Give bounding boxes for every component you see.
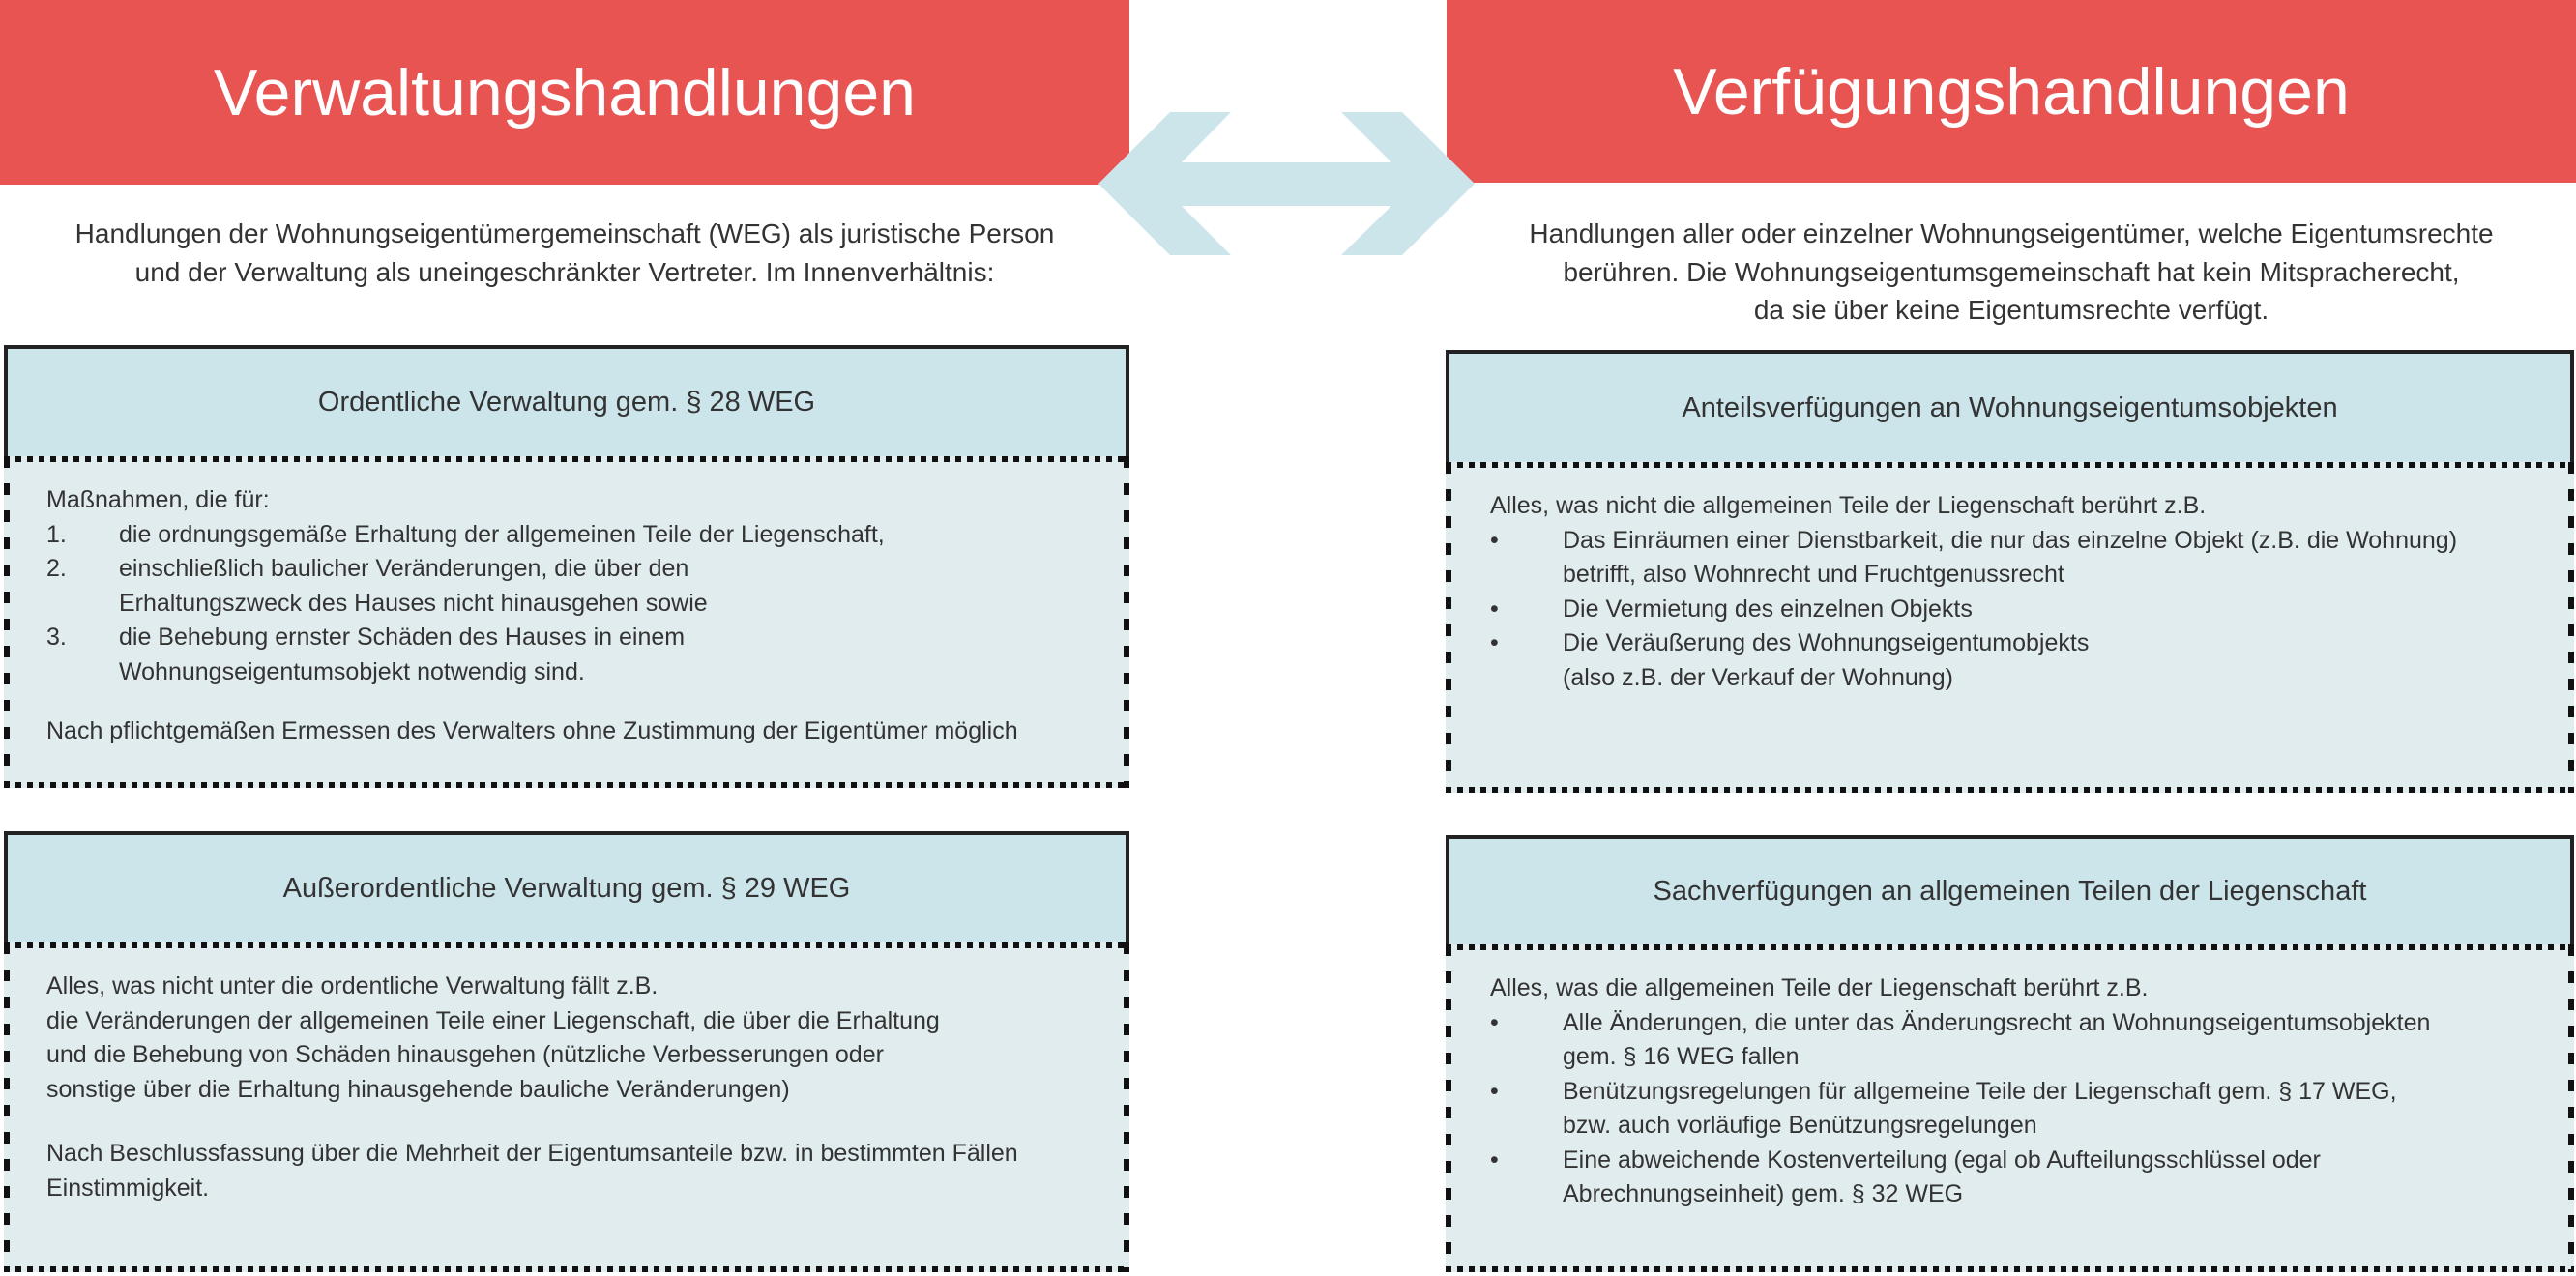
list-item: 3. die Behebung ernster Schäden des Hause…: [46, 621, 1087, 689]
box-text: und die Behebung von Schäden hinausgehen…: [46, 1041, 884, 1068]
box-note: Nach pflichtgemäßen Ermessen des Verwalt…: [46, 717, 1018, 744]
list-item: • Die Vermietung des einzelnen Objekts: [1490, 593, 2532, 627]
bullet-icon: •: [1490, 1077, 1499, 1105]
box-title: Sachverfügungen an allgemeinen Teilen de…: [1653, 876, 2367, 907]
list-item: • Benützungsregelungen für allgemeine Tei…: [1490, 1075, 2532, 1144]
verwaltungshandlungen-banner: Verwaltungshandlungen: [0, 0, 1129, 185]
ordentliche-verwaltung-body: Maßnahmen, die für: 1. die ordnungsgemäße…: [4, 456, 1129, 788]
left-description: Handlungen der Wohnungseigentümergemeins…: [0, 215, 1129, 291]
right-description: Handlungen aller oder einzelner Wohnungs…: [1447, 215, 2576, 330]
box-text: die Veränderungen der allgemeinen Teile …: [46, 1006, 940, 1034]
box-intro: Alles, was die allgemeinen Teile der Lie…: [1490, 974, 2149, 1001]
ordentliche-verwaltung-header: Ordentliche Verwaltung gem. § 28 WEG: [4, 345, 1129, 456]
box-intro: Alles, was nicht die allgemeinen Teile d…: [1490, 492, 2207, 519]
list-item: 2. einschließlich baulicher Veränderungen…: [46, 552, 1087, 621]
anteilsverfuegungen-header: Anteilsverfügungen an Wohnungseigentumso…: [1446, 350, 2574, 462]
box-text: sonstige über die Erhaltung hinausgehend…: [46, 1075, 790, 1103]
banner-title: Verfügungshandlungen: [1673, 54, 2350, 129]
list-text: bzw. auch vorläufige Benützungsregelunge…: [1563, 1112, 2037, 1139]
box-title: Ordentliche Verwaltung gem. § 28 WEG: [317, 387, 816, 418]
list-number: 3.: [46, 624, 67, 651]
list-text: Abrechnungseinheit) gem. § 32 WEG: [1563, 1180, 1964, 1207]
list-text: Das Einräumen einer Dienstbarkeit, die n…: [1563, 526, 2458, 554]
banner-title: Verwaltungshandlungen: [214, 55, 916, 130]
list-text: Alle Änderungen, die unter das Änderungs…: [1563, 1008, 2431, 1036]
list-number: 1.: [46, 520, 67, 548]
list-item: • Alle Änderungen, die unter das Änderung…: [1490, 1006, 2532, 1075]
bullet-icon: •: [1490, 1146, 1499, 1174]
description-line: Handlungen aller oder einzelner Wohnungs…: [1529, 218, 2494, 248]
bullet-icon: •: [1490, 526, 1499, 554]
bullet-icon: •: [1490, 629, 1499, 656]
ausserordentliche-verwaltung-body: Alles, was nicht unter die ordentliche V…: [4, 942, 1129, 1272]
list-text: die ordnungsgemäße Erhaltung der allgeme…: [119, 520, 885, 548]
description-line: Handlungen der Wohnungseigentümergemeins…: [74, 218, 1055, 248]
box-text: Alles, was nicht unter die ordentliche V…: [46, 972, 659, 1000]
list-text: Erhaltungszweck des Hauses nicht hinausg…: [119, 589, 708, 617]
list-text: Die Veräußerung des Wohnungseigentumobje…: [1563, 629, 2090, 656]
list-item: 1. die ordnungsgemäße Erhaltung der allge…: [46, 518, 1087, 553]
list-text: Benützungsregelungen für allgemeine Teil…: [1563, 1077, 2397, 1105]
list-text: gem. § 16 WEG fallen: [1563, 1043, 1800, 1070]
list-item: • Eine abweichende Kostenverteilung (egal…: [1490, 1144, 2532, 1212]
description-line: berühren. Die Wohnungseigentumsgemeinsch…: [1563, 256, 2460, 287]
box-title: Außerordentliche Verwaltung gem. § 29 WE…: [282, 873, 851, 904]
list-text: (also z.B. der Verkauf der Wohnung): [1563, 663, 1953, 691]
description-line: da sie über keine Eigentumsrechte verfüg…: [1753, 295, 2269, 325]
anteilsverfuegungen-body: Alles, was nicht die allgemeinen Teile d…: [1446, 462, 2574, 793]
box-note: Nach Beschlussfassung über die Mehrheit …: [46, 1140, 1018, 1167]
bullet-icon: •: [1490, 1008, 1499, 1036]
list-item: • Die Veräußerung des Wohnungseigentumobj…: [1490, 626, 2532, 695]
box-note: Einstimmigkeit.: [46, 1174, 210, 1202]
box-title: Anteilsverfügungen an Wohnungseigentumso…: [1682, 392, 2338, 423]
sachverfuegungen-body: Alles, was die allgemeinen Teile der Lie…: [1446, 944, 2574, 1272]
list-text: Wohnungseigentumsobjekt notwendig sind.: [119, 657, 585, 685]
list-text: Die Vermietung des einzelnen Objekts: [1563, 594, 1973, 623]
list-text: betrifft, also Wohnrecht und Fruchtgenus…: [1563, 561, 2064, 588]
list-text: Eine abweichende Kostenverteilung (egal …: [1563, 1146, 2321, 1174]
verfuegungshandlungen-banner: Verfügungshandlungen: [1447, 0, 2576, 183]
list-item: • Das Einräumen einer Dienstbarkeit, die …: [1490, 524, 2532, 593]
sachverfuegungen-header: Sachverfügungen an allgemeinen Teilen de…: [1446, 835, 2574, 944]
description-line: und der Verwaltung als uneingeschränkter…: [134, 256, 995, 287]
box-intro: Maßnahmen, die für:: [46, 486, 270, 513]
list-text: die Behebung ernster Schäden des Hauses …: [119, 624, 686, 651]
list-number: 2.: [46, 555, 67, 582]
list-text: einschließlich baulicher Veränderungen, …: [119, 555, 689, 582]
bullet-icon: •: [1490, 594, 1499, 623]
ausserordentliche-verwaltung-header: Außerordentliche Verwaltung gem. § 29 WE…: [4, 831, 1129, 942]
